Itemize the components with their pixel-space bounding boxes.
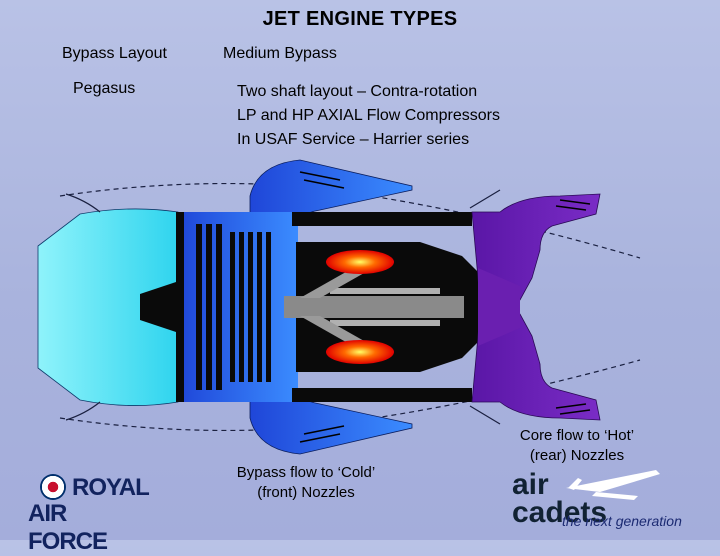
raf-logo: ROYAL AIR FORCE [28, 470, 150, 555]
engine-name-label: Pegasus [73, 80, 136, 97]
description-line: Two shaft layout – Contra-rotation [237, 83, 478, 100]
caption-line: Bypass flow to ‘Cold’ [236, 464, 376, 481]
cadets-logo-air: air [512, 468, 549, 501]
cadets-tagline: the next generation [562, 513, 682, 529]
description-line: LP and HP AXIAL Flow Compressors [237, 107, 500, 124]
hot-section-core [478, 268, 520, 346]
cadets-logo-cadets: cadets [512, 496, 608, 529]
pegasus-engine-diagram [37, 159, 641, 455]
engine-shaft [284, 296, 464, 318]
air-cadets-logo: air cadets the next generation [508, 462, 708, 534]
raf-logo-line2: AIR FORCE [28, 500, 108, 555]
bypass-type-label: Medium Bypass [223, 45, 337, 62]
caption-line: (front) Nozzles [257, 484, 355, 501]
cold-flow-caption: Bypass flow to ‘Cold’ (front) Nozzles [212, 463, 400, 503]
nacelle-outline [59, 182, 641, 432]
raf-roundel-icon [40, 474, 66, 500]
combustion-flames [326, 250, 394, 364]
caption-line: (rear) Nozzles [529, 447, 625, 464]
caption-line: Core flow to ‘Hot’ [519, 427, 635, 444]
raf-logo-line1: ROYAL [72, 474, 150, 501]
engine-description: Two shaft layout – Contra-rotation LP an… [237, 80, 500, 152]
bypass-layout-label: Bypass Layout [62, 45, 167, 62]
hot-nozzle-bottom [471, 313, 601, 421]
hot-nozzle-top [471, 193, 601, 301]
description-line: In USAF Service – Harrier series [237, 131, 470, 148]
hot-flow-caption: Core flow to ‘Hot’ (rear) Nozzles [498, 426, 656, 466]
slide-title: JET ENGINE TYPES [262, 8, 458, 30]
glider-icon [566, 470, 660, 500]
